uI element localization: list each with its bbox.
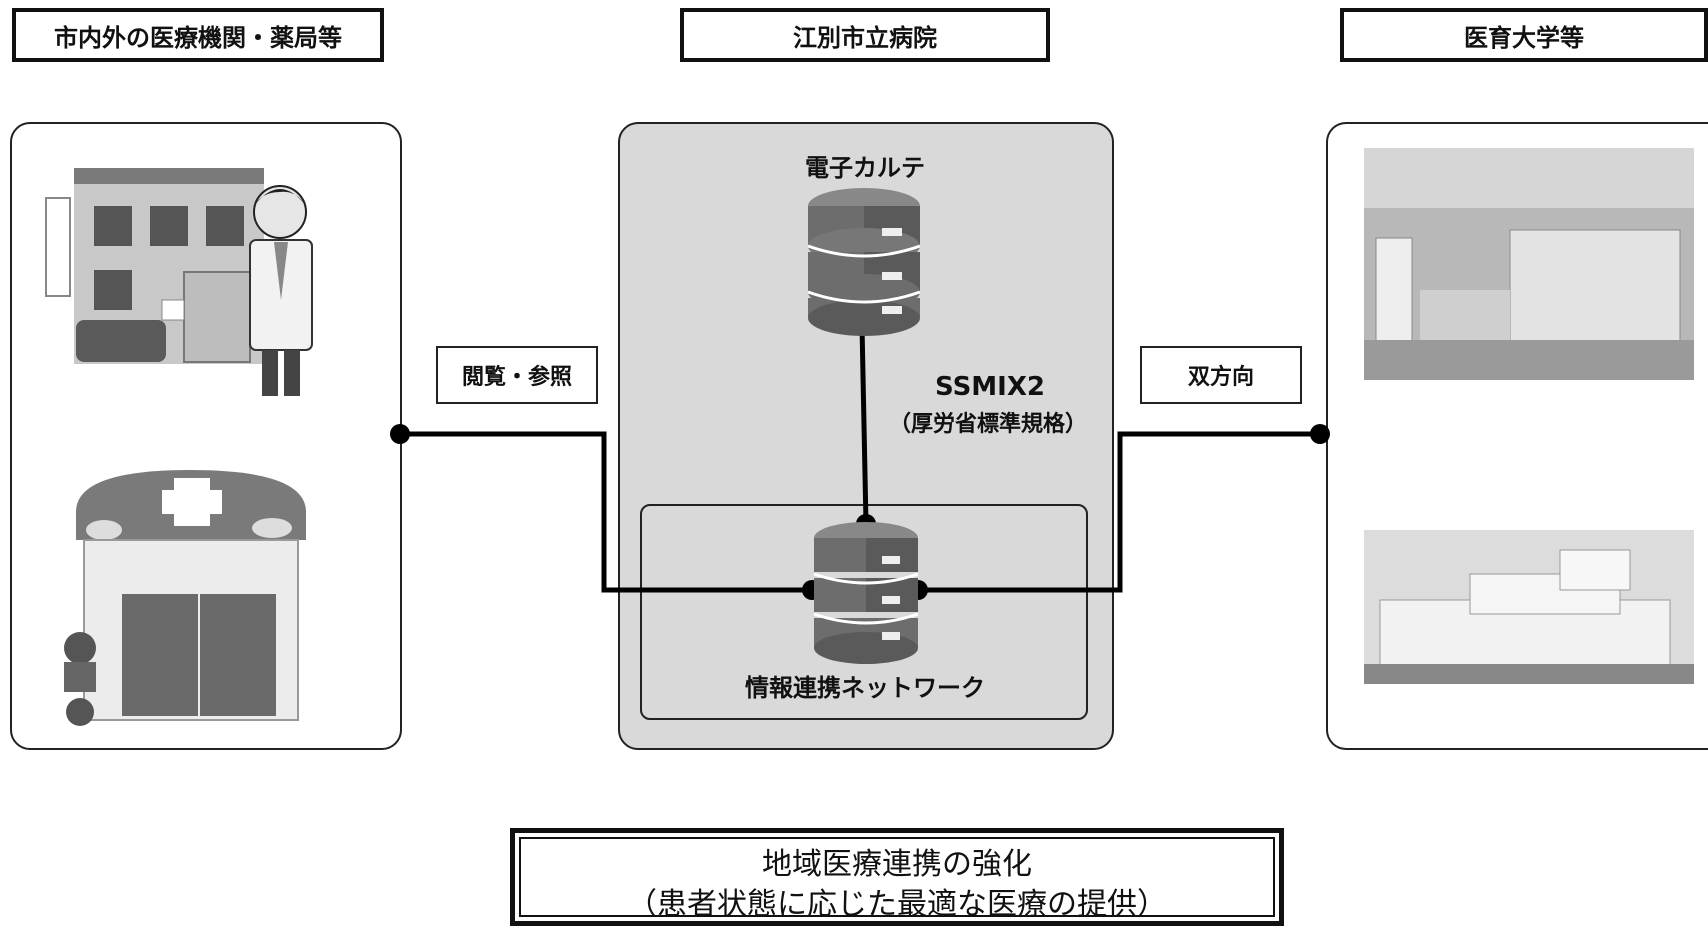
- header-hospital-label: 江別市立病院: [793, 23, 937, 52]
- connection-lines: [400, 325, 1320, 593]
- header-clinics: 市内外の医療機関・薬局等: [12, 8, 384, 62]
- network-database-icon: [813, 522, 919, 664]
- ssmix-standard-note: （厚労省標準規格）: [888, 412, 1087, 437]
- outcome-box: 地域医療連携の強化 （患者状態に応じた最適な医療の提供）: [510, 828, 1284, 926]
- clinic-doctor-illustration: [45, 168, 313, 396]
- header-universities-label: 医育大学等: [1464, 23, 1584, 52]
- network-label: 情報連携ネットワーク: [745, 674, 985, 702]
- pharmacy-illustration: [64, 470, 306, 726]
- bidirectional-text: 双方向: [1187, 365, 1254, 390]
- ssmix-connection-line: [859, 325, 869, 525]
- view-reference-label: 閲覧・参照: [436, 346, 598, 404]
- ehr-database-icon: [807, 188, 921, 336]
- ehr-label: 電子カルテ: [805, 154, 925, 182]
- header-clinics-label: 市内外の医療機関・薬局等: [54, 23, 342, 52]
- ssmix-standard-name: SSMIX2: [935, 372, 1045, 402]
- outcome-box-inner: 地域医療連携の強化 （患者状態に応じた最適な医療の提供）: [519, 837, 1275, 922]
- header-universities: 医育大学等: [1340, 8, 1708, 62]
- header-hospital: 江別市立病院: [680, 8, 1050, 62]
- university-campus-photo: [1364, 530, 1694, 684]
- outcome-subtitle: （患者状態に応じた最適な医療の提供）: [627, 887, 1167, 922]
- view-reference-text: 閲覧・参照: [461, 365, 572, 390]
- right-connection-line: [918, 431, 1320, 593]
- outcome-title: 地域医療連携の強化: [762, 847, 1032, 882]
- university-hospital-photo: [1364, 148, 1694, 380]
- left-connection-line: [400, 431, 812, 593]
- bidirectional-label: 双方向: [1140, 346, 1302, 404]
